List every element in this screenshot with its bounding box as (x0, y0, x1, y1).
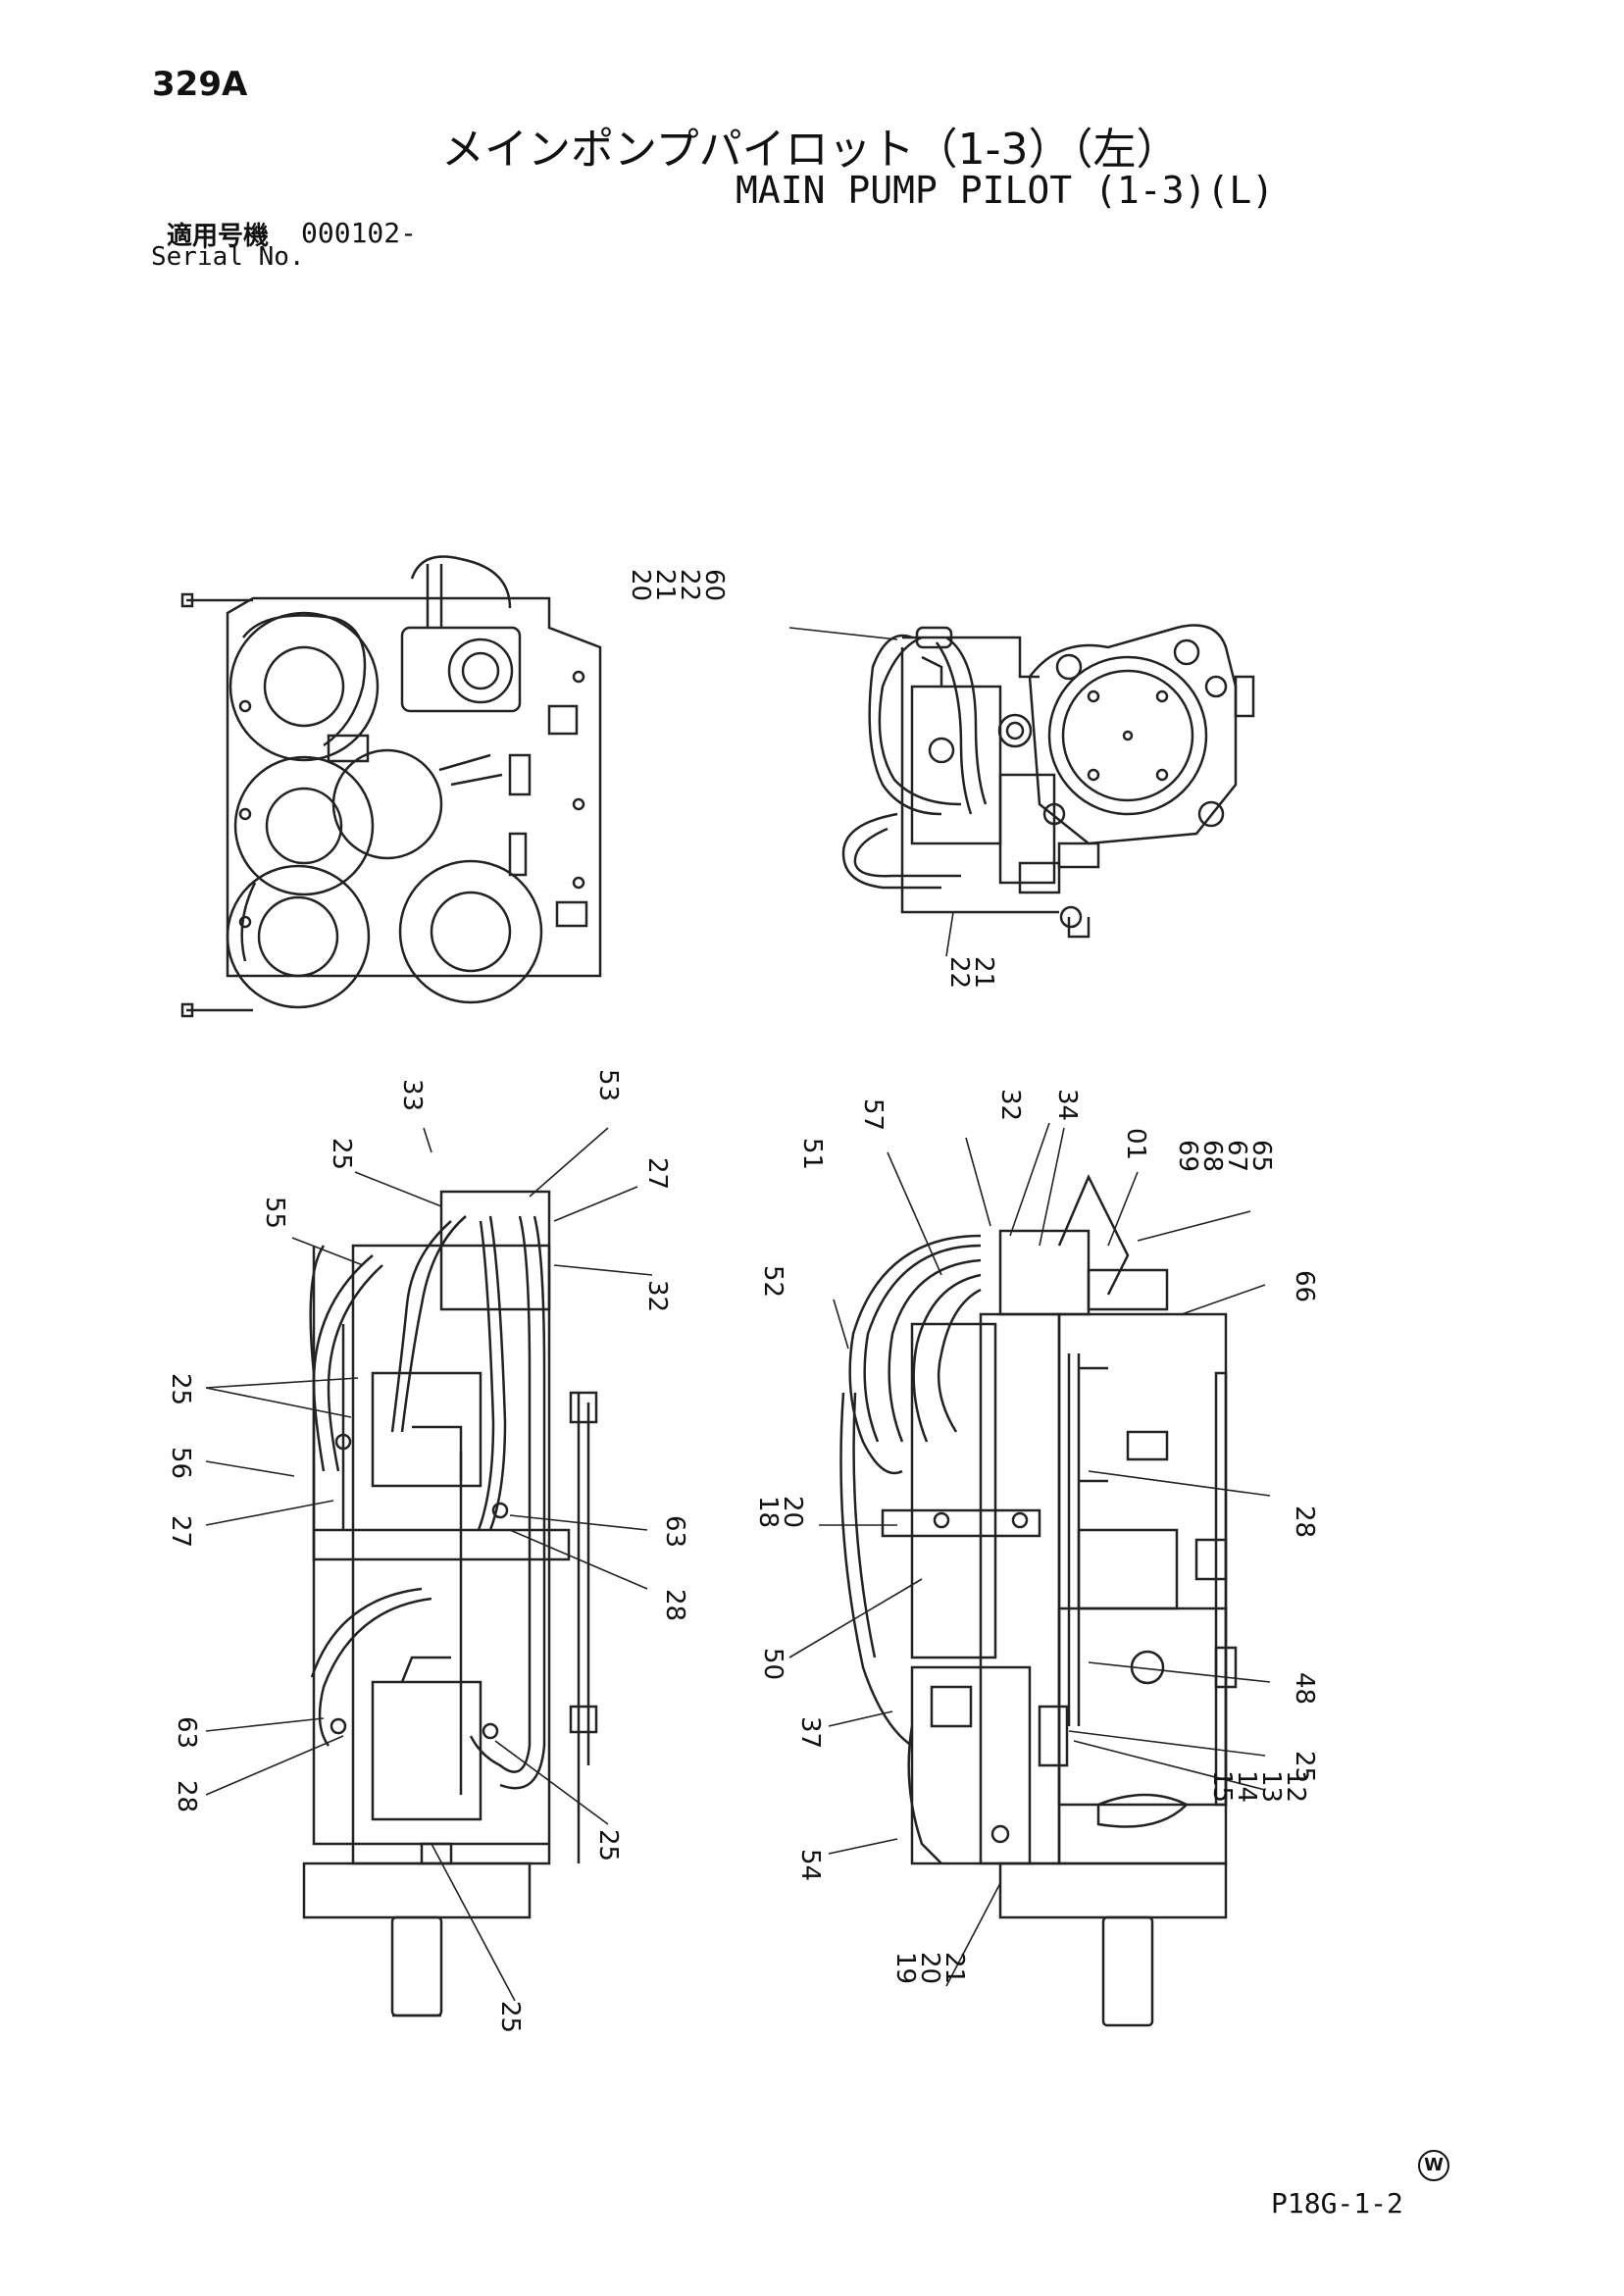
view-side-left (302, 1190, 598, 2017)
callout-label: 32 (995, 1089, 1025, 1121)
serial-number-value: 000102- (301, 217, 418, 249)
callout-label: 56 (166, 1447, 195, 1479)
callout-label: 28 (1290, 1505, 1319, 1538)
callout-label: 50 (758, 1648, 787, 1680)
callout-label: 53 (593, 1069, 623, 1101)
callout-label: 20 (626, 569, 655, 601)
callout-label: 33 (397, 1079, 427, 1111)
callout-label: 19 (890, 1952, 920, 1984)
callout-label: 51 (797, 1138, 827, 1170)
callout-label: 66 (1290, 1270, 1319, 1302)
callout-label: 20 (915, 1952, 944, 1984)
callout-label: 25 (495, 2001, 525, 2033)
view-pilot-end (841, 624, 1255, 939)
callout-label: 22 (944, 956, 974, 989)
w-mark-icon: W (1418, 2150, 1449, 2181)
serial-label-japanese: 適用号機 (167, 222, 270, 251)
page-number: 329A (152, 65, 248, 104)
callout-label: 27 (642, 1157, 672, 1190)
callout-label: 63 (172, 1716, 201, 1749)
callout-label: 57 (858, 1098, 888, 1131)
callout-label: 01 (1121, 1128, 1150, 1160)
callout-label: 12 (1281, 1770, 1310, 1803)
callout-label: 32 (642, 1280, 672, 1312)
figure-code: P18G-1-2 (1271, 2187, 1403, 2219)
callout-label: 37 (795, 1716, 825, 1749)
callout-label: 25 (327, 1138, 356, 1170)
callout-label: 25 (593, 1829, 623, 1862)
callout-label: 67 (1222, 1140, 1251, 1172)
callout-label: 20 (778, 1496, 807, 1528)
title-japanese: メインポンプパイロット（1-3）（左） (441, 125, 1180, 175)
callout-label: 55 (260, 1197, 289, 1229)
callout-label: 54 (795, 1849, 825, 1881)
callout-label: 52 (758, 1265, 787, 1298)
callout-label: 28 (660, 1589, 689, 1621)
callout-label: 68 (1197, 1140, 1227, 1172)
callout-label: 25 (1290, 1751, 1319, 1783)
callout-label: 63 (660, 1515, 689, 1548)
callout-leaders (205, 627, 1271, 2002)
callout-label: 18 (753, 1496, 783, 1528)
callout-label: 21 (969, 956, 998, 989)
title-english: MAIN PUMP PILOT (1-3)(L) (736, 169, 1275, 212)
callout-label: 25 (166, 1373, 195, 1405)
callout-label: 60 (699, 569, 729, 601)
callout-label: 34 (1052, 1089, 1082, 1121)
view-side-right (839, 1174, 1238, 2027)
callout-label: 27 (166, 1515, 195, 1548)
callout-label: 21 (650, 569, 680, 601)
view-pump-housing-plate (180, 555, 602, 1018)
callout-label: 28 (172, 1780, 201, 1812)
callout-label: 21 (939, 1952, 969, 1984)
callout-label: 69 (1173, 1140, 1202, 1172)
callout-label: 65 (1246, 1140, 1276, 1172)
callout-label: 48 (1290, 1672, 1319, 1705)
callout-label: 13 (1256, 1770, 1286, 1803)
serial-label-english: Serial No. (151, 242, 305, 272)
callout-label: 15 (1207, 1770, 1237, 1803)
callout-label: 14 (1232, 1770, 1261, 1803)
callout-label: 22 (675, 569, 704, 601)
